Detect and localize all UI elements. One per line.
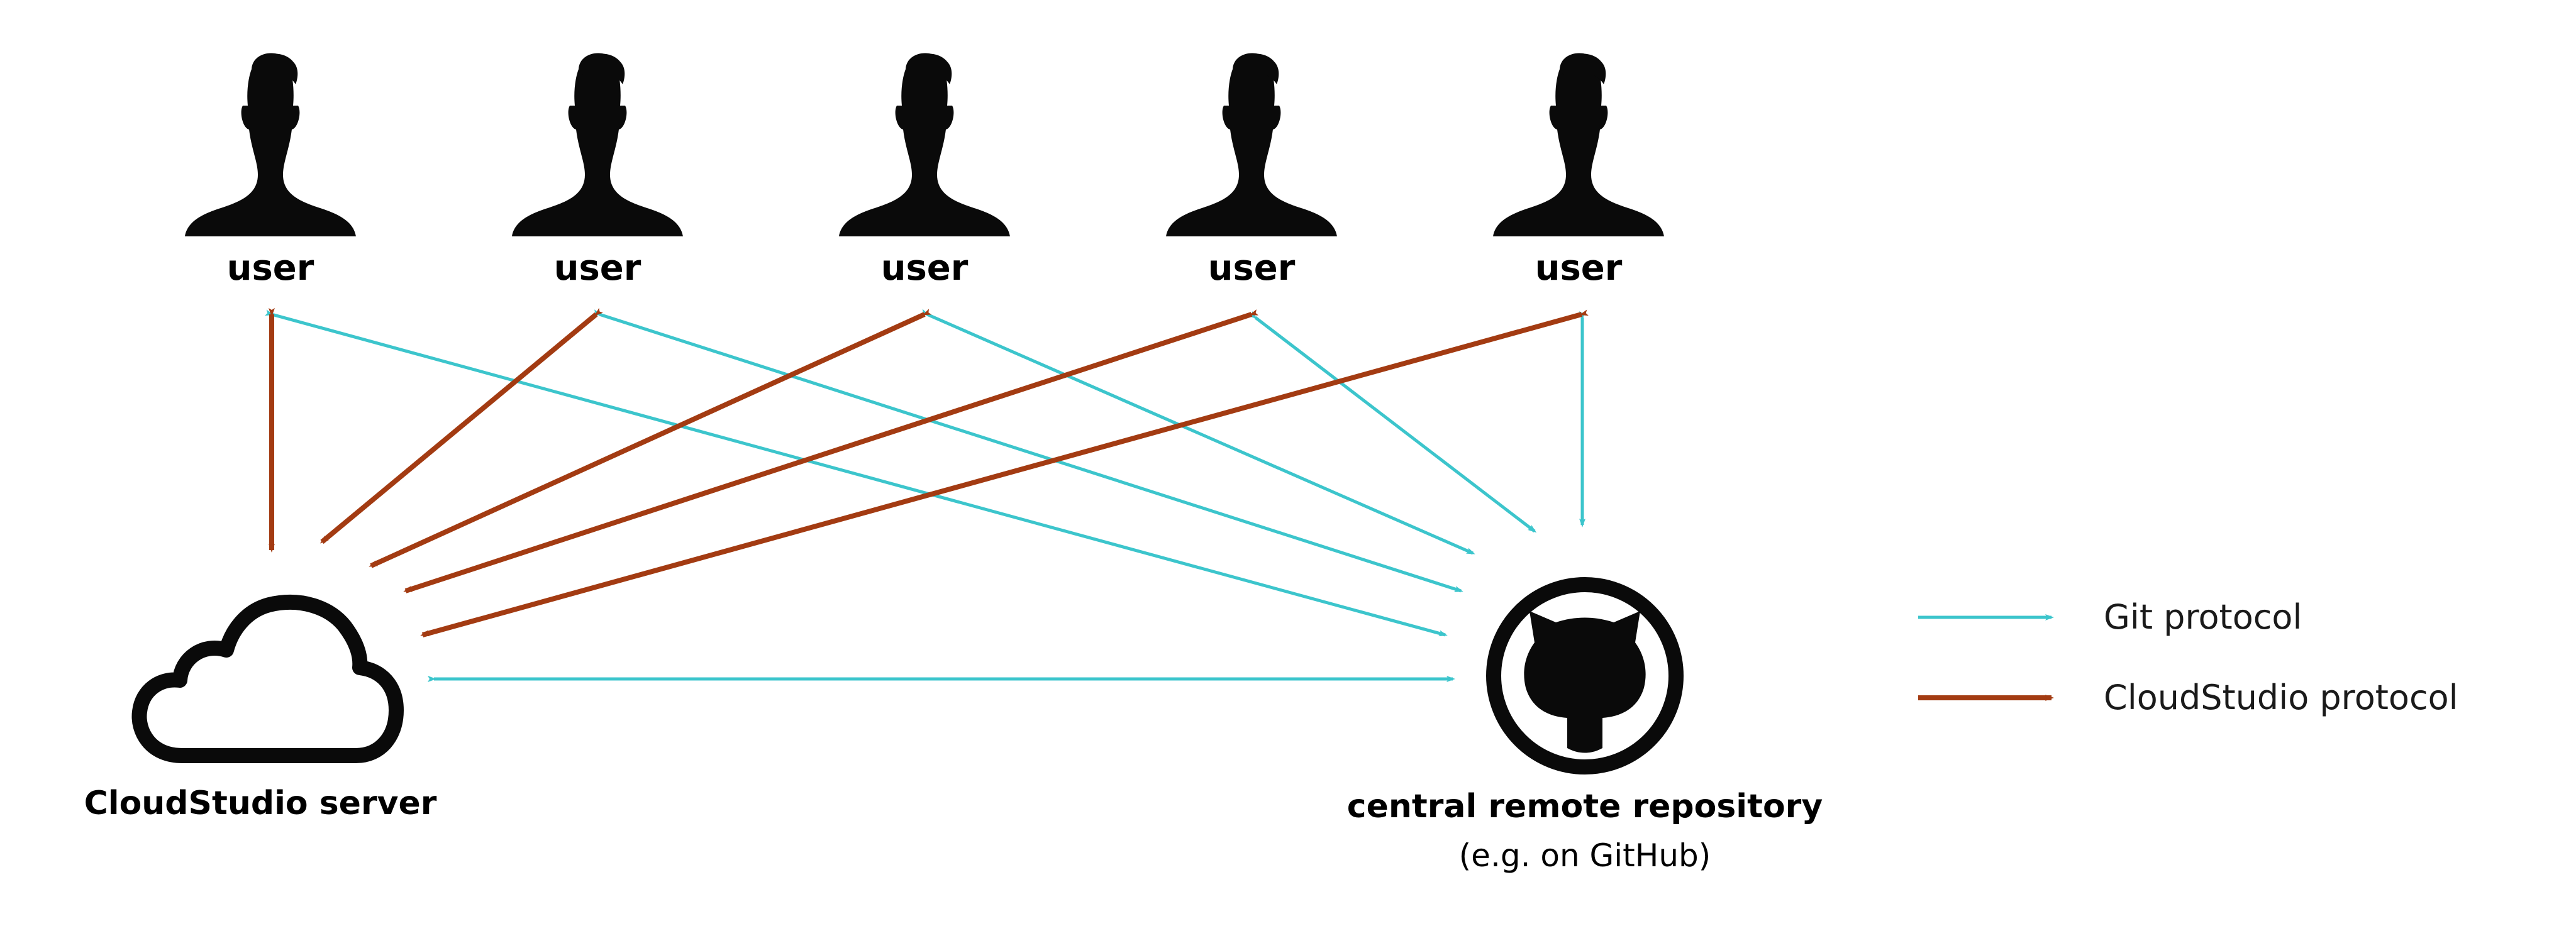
cs-arrow-user5-server — [420, 309, 1589, 637]
user-5: user — [1493, 53, 1664, 289]
user-label: user — [227, 248, 314, 289]
user-icon — [1166, 53, 1337, 236]
user-3: user — [839, 53, 1010, 289]
user-4: user — [1166, 53, 1337, 289]
user-icon — [1493, 53, 1664, 236]
legend: Git protocol CloudStudio protocol — [1918, 597, 2458, 717]
legend-item-git: Git protocol — [1918, 597, 2302, 637]
cloudstudio-connections — [269, 307, 1589, 637]
repository-label: central remote repository — [1347, 788, 1823, 825]
github-icon — [1486, 577, 1684, 774]
legend-git-label: Git protocol — [2104, 597, 2302, 637]
repository-sublabel: (e.g. on GitHub) — [1459, 837, 1711, 874]
user-icon — [512, 53, 683, 236]
git-arrow-user3-repo — [919, 309, 1475, 555]
user-icon — [185, 53, 356, 236]
user-label: user — [1208, 248, 1296, 289]
user-icon — [839, 53, 1010, 236]
git-arrow-user4-repo — [1248, 311, 1537, 533]
user-label: user — [881, 248, 969, 289]
central-repository: central remote repository (e.g. on GitHu… — [1347, 577, 1823, 874]
git-arrow-user1-repo — [265, 309, 1448, 637]
user-2: user — [512, 53, 683, 289]
user-label: user — [554, 248, 641, 289]
user-label: user — [1535, 248, 1623, 289]
cloudstudio-server: CloudStudio server — [84, 595, 437, 822]
legend-item-cloudstudio: CloudStudio protocol — [1918, 678, 2458, 717]
cloud-icon — [131, 595, 404, 763]
cs-arrow-user3-server — [369, 309, 932, 568]
legend-cloudstudio-label: CloudStudio protocol — [2104, 678, 2458, 717]
server-label: CloudStudio server — [84, 785, 437, 822]
user-1: user — [185, 53, 356, 289]
cs-arrow-user2-server — [319, 307, 603, 544]
